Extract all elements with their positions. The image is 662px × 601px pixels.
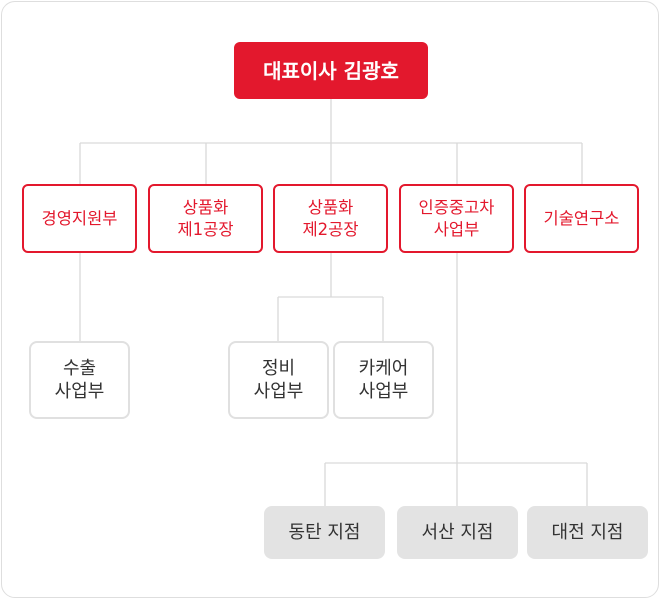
dept-management-support: 경영지원부	[22, 184, 137, 253]
dept-certified-used-car: 인증중고차 사업부	[399, 184, 514, 253]
branch-daejeon: 대전 지점	[527, 506, 648, 559]
branch-seosan: 서산 지점	[397, 506, 518, 559]
dept-label: 경영지원부	[41, 208, 118, 228]
ceo-label: 대표이사 김광호	[263, 58, 399, 83]
branch-label: 동탄 지점	[288, 521, 361, 543]
dept-tech-research: 기술연구소	[524, 184, 639, 253]
sub-label: 카케어 사업부	[358, 357, 409, 402]
dept-label: 상품화 제1공장	[177, 198, 234, 239]
sub-service-division: 정비 사업부	[228, 341, 329, 419]
dept-label: 인증중고차 사업부	[418, 198, 495, 239]
dept-factory-2: 상품화 제2공장	[273, 184, 388, 253]
sub-export-division: 수출 사업부	[29, 341, 130, 419]
sub-label: 수출 사업부	[54, 357, 105, 402]
dept-label: 상품화 제2공장	[302, 198, 359, 239]
dept-label: 기술연구소	[543, 208, 620, 228]
branch-label: 서산 지점	[421, 521, 494, 543]
branch-label: 대전 지점	[551, 521, 624, 543]
dept-factory-1: 상품화 제1공장	[148, 184, 263, 253]
branch-dongtan: 동탄 지점	[264, 506, 385, 559]
ceo-box: 대표이사 김광호	[234, 42, 428, 99]
sub-carcare-division: 카케어 사업부	[333, 341, 434, 419]
sub-label: 정비 사업부	[253, 357, 304, 402]
